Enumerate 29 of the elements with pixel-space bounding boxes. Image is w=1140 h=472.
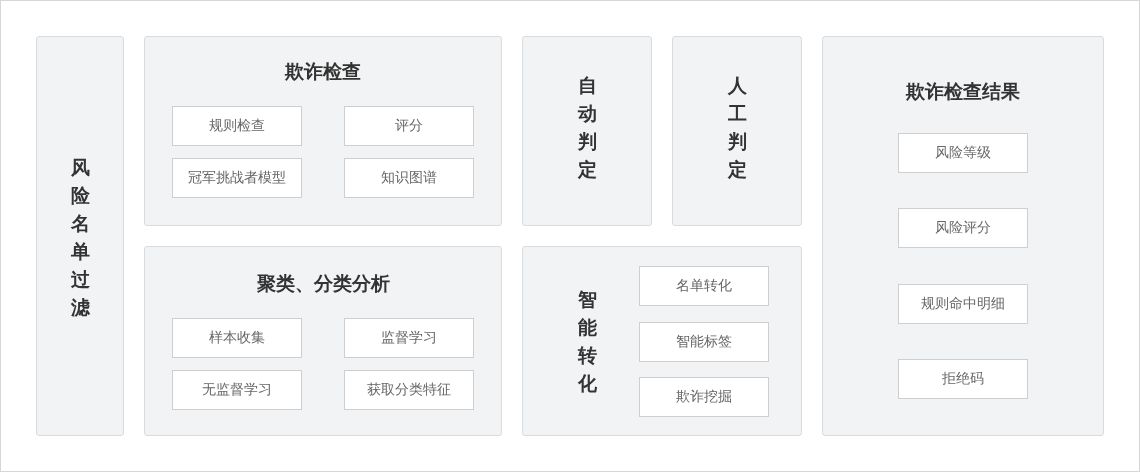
item-box: 知识图谱 (344, 158, 474, 198)
vertical-title: 人工判定 (727, 73, 747, 182)
item-box: 规则检查 (172, 106, 302, 146)
item-box: 欺诈挖掘 (639, 377, 769, 417)
item-box: 风险等级 (898, 133, 1028, 173)
panel (36, 36, 124, 436)
item-box: 评分 (344, 106, 474, 146)
item-box: 名单转化 (639, 266, 769, 306)
item-box: 冠军挑战者模型 (172, 158, 302, 198)
panel-title: 欺诈检查结果 (906, 79, 1020, 103)
item-box: 拒绝码 (898, 359, 1028, 399)
panel (822, 36, 1104, 436)
vertical-title: 风险名单过滤 (70, 155, 90, 320)
item-box: 无监督学习 (172, 370, 302, 410)
item-box: 智能标签 (639, 322, 769, 362)
item-box: 监督学习 (344, 318, 474, 358)
item-box: 规则命中明细 (898, 284, 1028, 324)
item-box: 获取分类特征 (344, 370, 474, 410)
vertical-title: 智能转化 (577, 287, 597, 396)
panel (144, 36, 502, 226)
panel (144, 246, 502, 436)
panel-title: 聚类、分类分析 (256, 271, 390, 295)
item-box: 样本收集 (172, 318, 302, 358)
panel (522, 36, 652, 226)
vertical-title: 自动判定 (577, 73, 597, 182)
panel (672, 36, 802, 226)
item-box: 风险评分 (898, 208, 1028, 248)
panel (522, 246, 802, 436)
panel-title: 欺诈检查 (285, 59, 361, 83)
